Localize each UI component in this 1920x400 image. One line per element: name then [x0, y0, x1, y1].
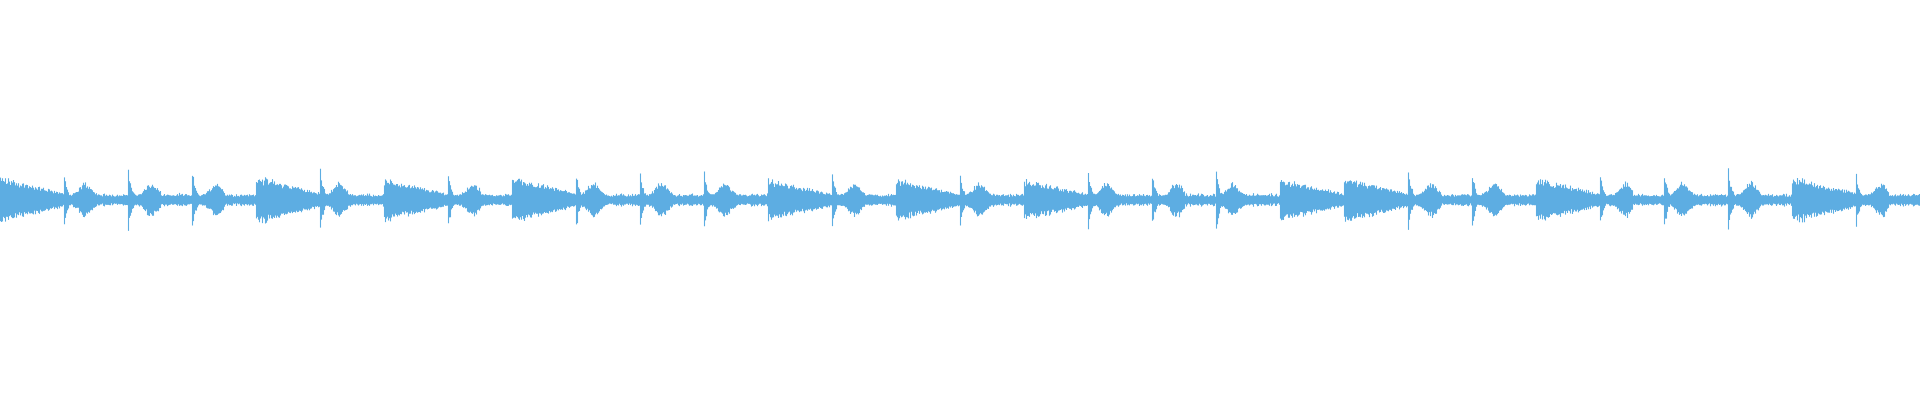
waveform-segment: [1087, 173, 1153, 230]
waveform-bars: [63, 177, 129, 225]
waveform-bars: [191, 175, 257, 226]
waveform-bars: [1855, 173, 1920, 227]
waveform-bars: [1215, 171, 1281, 229]
waveform-segment: [191, 175, 257, 226]
waveform-segment: [1663, 178, 1729, 225]
waveform-bars: [1407, 172, 1473, 230]
waveform-bars: [383, 179, 449, 223]
waveform-segment: [639, 173, 705, 225]
waveform-bars: [1279, 180, 1345, 221]
waveform-bars: [1023, 179, 1089, 219]
waveform-segment: [703, 171, 769, 227]
waveform-segment: [1471, 178, 1537, 226]
waveform-segment: [1727, 168, 1793, 230]
waveform-bars: [703, 171, 769, 227]
waveform-segment: [1791, 178, 1857, 223]
waveform-bars: [127, 169, 193, 231]
waveform-segment: [1023, 179, 1089, 219]
waveform-bars: [447, 176, 513, 224]
waveform-segment: [383, 179, 449, 223]
waveform-segment: [575, 178, 641, 225]
waveform-bars: [767, 178, 833, 222]
waveform-segment: [511, 178, 577, 221]
waveform-segment: [767, 178, 833, 222]
waveform-segment: [959, 175, 1025, 226]
waveform-bars: [1599, 177, 1665, 221]
waveform-segment: [255, 177, 321, 224]
waveform-segment: [1151, 178, 1217, 221]
waveform-bars: [1087, 173, 1153, 230]
waveform-bars: [831, 174, 897, 227]
waveform-segment: [319, 168, 385, 228]
waveform-segment: [1279, 180, 1345, 221]
waveform-bars: [1151, 178, 1217, 221]
waveform-bars: [1791, 178, 1857, 223]
waveform-bars: [1471, 178, 1537, 226]
waveform-segment: [1215, 171, 1281, 229]
waveform-bars: [319, 168, 385, 228]
waveform-bars: [1535, 179, 1601, 221]
waveform-segment: [447, 176, 513, 224]
waveform-bars: [1663, 178, 1729, 225]
waveform-segment: [1407, 172, 1473, 230]
waveform-bars: [255, 177, 321, 224]
waveform-segment: [127, 169, 193, 231]
waveform-bars: [959, 175, 1025, 226]
waveform-bars: [639, 173, 705, 225]
waveform-bars: [0, 177, 65, 222]
waveform-segment: [831, 174, 897, 227]
waveform-bars: [511, 178, 577, 221]
waveform-bars: [1727, 168, 1793, 230]
waveform-segment: [0, 177, 65, 222]
waveform-bars: [1343, 180, 1409, 222]
waveform-segment: [1599, 177, 1665, 221]
waveform-bars: [895, 179, 961, 221]
waveform-bars: [575, 178, 641, 225]
waveform-segment: [895, 179, 961, 221]
waveform-segment: [1535, 179, 1601, 221]
waveform-segment: [63, 177, 129, 225]
waveform-segment: [1855, 173, 1920, 227]
waveform-segment: [1343, 180, 1409, 222]
